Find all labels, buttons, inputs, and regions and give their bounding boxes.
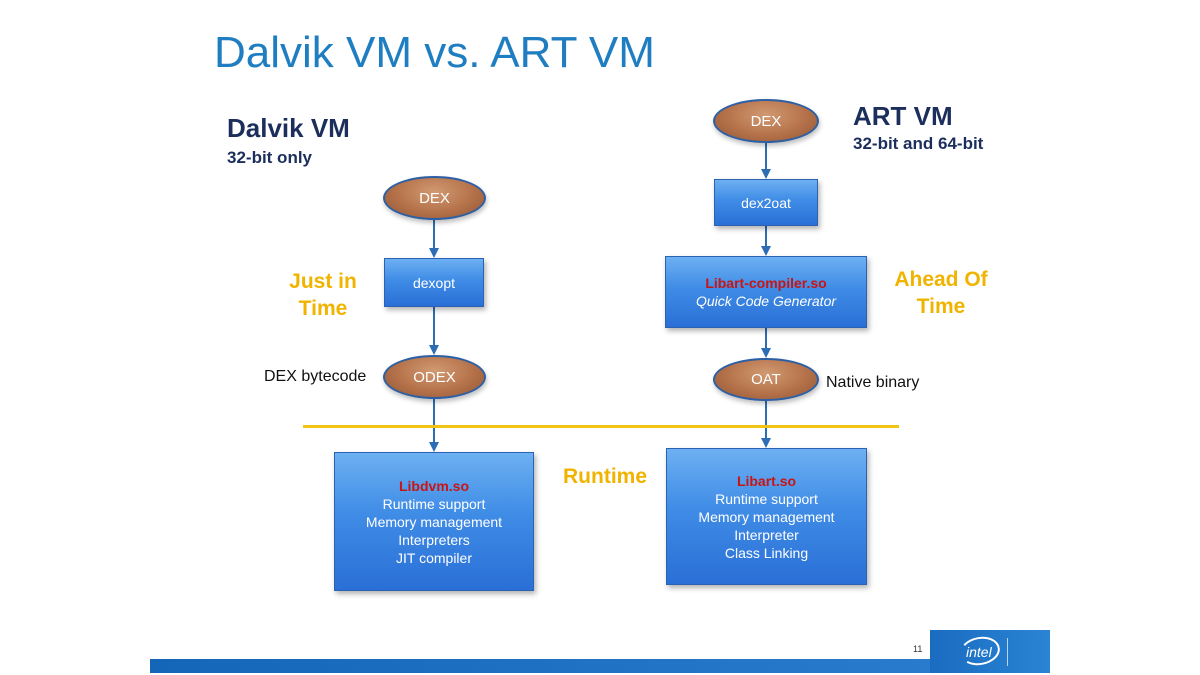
- oat-label: OAT: [751, 371, 781, 388]
- dex2oat-box: dex2oat: [714, 179, 818, 226]
- jit-label-line2: Time: [298, 297, 348, 320]
- aot-label-line2: Time: [916, 295, 966, 318]
- oat-node: OAT: [713, 358, 819, 401]
- libdvm-box: Libdvm.so Runtime support Memory managem…: [334, 452, 534, 591]
- libart-line: Memory management: [698, 508, 835, 525]
- jit-label-line1: Just in: [289, 270, 357, 293]
- footer-bar: [150, 659, 1050, 673]
- dexopt-label: dexopt: [412, 274, 456, 291]
- dex2oat-label: dex2oat: [741, 194, 791, 211]
- libdvm-line: Interpreters: [398, 531, 470, 548]
- jit-label: Just in Time: [273, 268, 373, 322]
- art-dex-label: DEX: [750, 112, 782, 130]
- libdvm-line: Runtime support: [382, 495, 486, 512]
- libdvm-line: Memory management: [365, 513, 503, 530]
- odex-label: ODEX: [413, 368, 456, 386]
- libart-box: Libart.so Runtime support Memory managem…: [666, 448, 867, 585]
- compiler-lib: Libart-compiler.so: [705, 275, 827, 291]
- libart-line: Interpreter: [734, 526, 799, 543]
- odex-note: DEX bytecode: [264, 368, 367, 385]
- dalvik-dex-label: DEX: [419, 189, 450, 207]
- libart-line: Runtime support: [715, 490, 818, 507]
- page-number: 11: [913, 644, 923, 654]
- libart-line: Class Linking: [724, 544, 809, 561]
- dalvik-dex-node: DEX: [383, 176, 486, 220]
- aot-label: Ahead Of Time: [881, 266, 1001, 320]
- libdvm-line: JIT compiler: [396, 549, 472, 566]
- oat-note: Native binary: [826, 374, 920, 391]
- intel-logo-panel: [930, 630, 1050, 673]
- aot-label-line1: Ahead Of: [894, 268, 988, 291]
- art-arch: 32-bit and 64-bit: [853, 134, 984, 153]
- libart-title: Libart.so: [736, 472, 797, 489]
- dalvik-arch: 32-bit only: [227, 148, 313, 167]
- dexopt-box: dexopt: [384, 258, 484, 307]
- logo-separator: [1007, 638, 1008, 666]
- compiler-box: Libart-compiler.so Quick Code Generator: [665, 256, 867, 328]
- odex-node: ODEX: [383, 355, 486, 399]
- slide-title: Dalvik VM vs. ART VM: [214, 28, 655, 77]
- art-heading: ART VM: [853, 101, 953, 131]
- runtime-label: Runtime: [563, 465, 647, 488]
- runtime-divider: [303, 425, 899, 428]
- libdvm-title: Libdvm.so: [398, 477, 469, 494]
- art-dex-node: DEX: [713, 99, 819, 143]
- compiler-desc: Quick Code Generator: [695, 293, 837, 309]
- dalvik-heading: Dalvik VM: [227, 113, 350, 143]
- intel-logo-text: intel: [966, 644, 992, 660]
